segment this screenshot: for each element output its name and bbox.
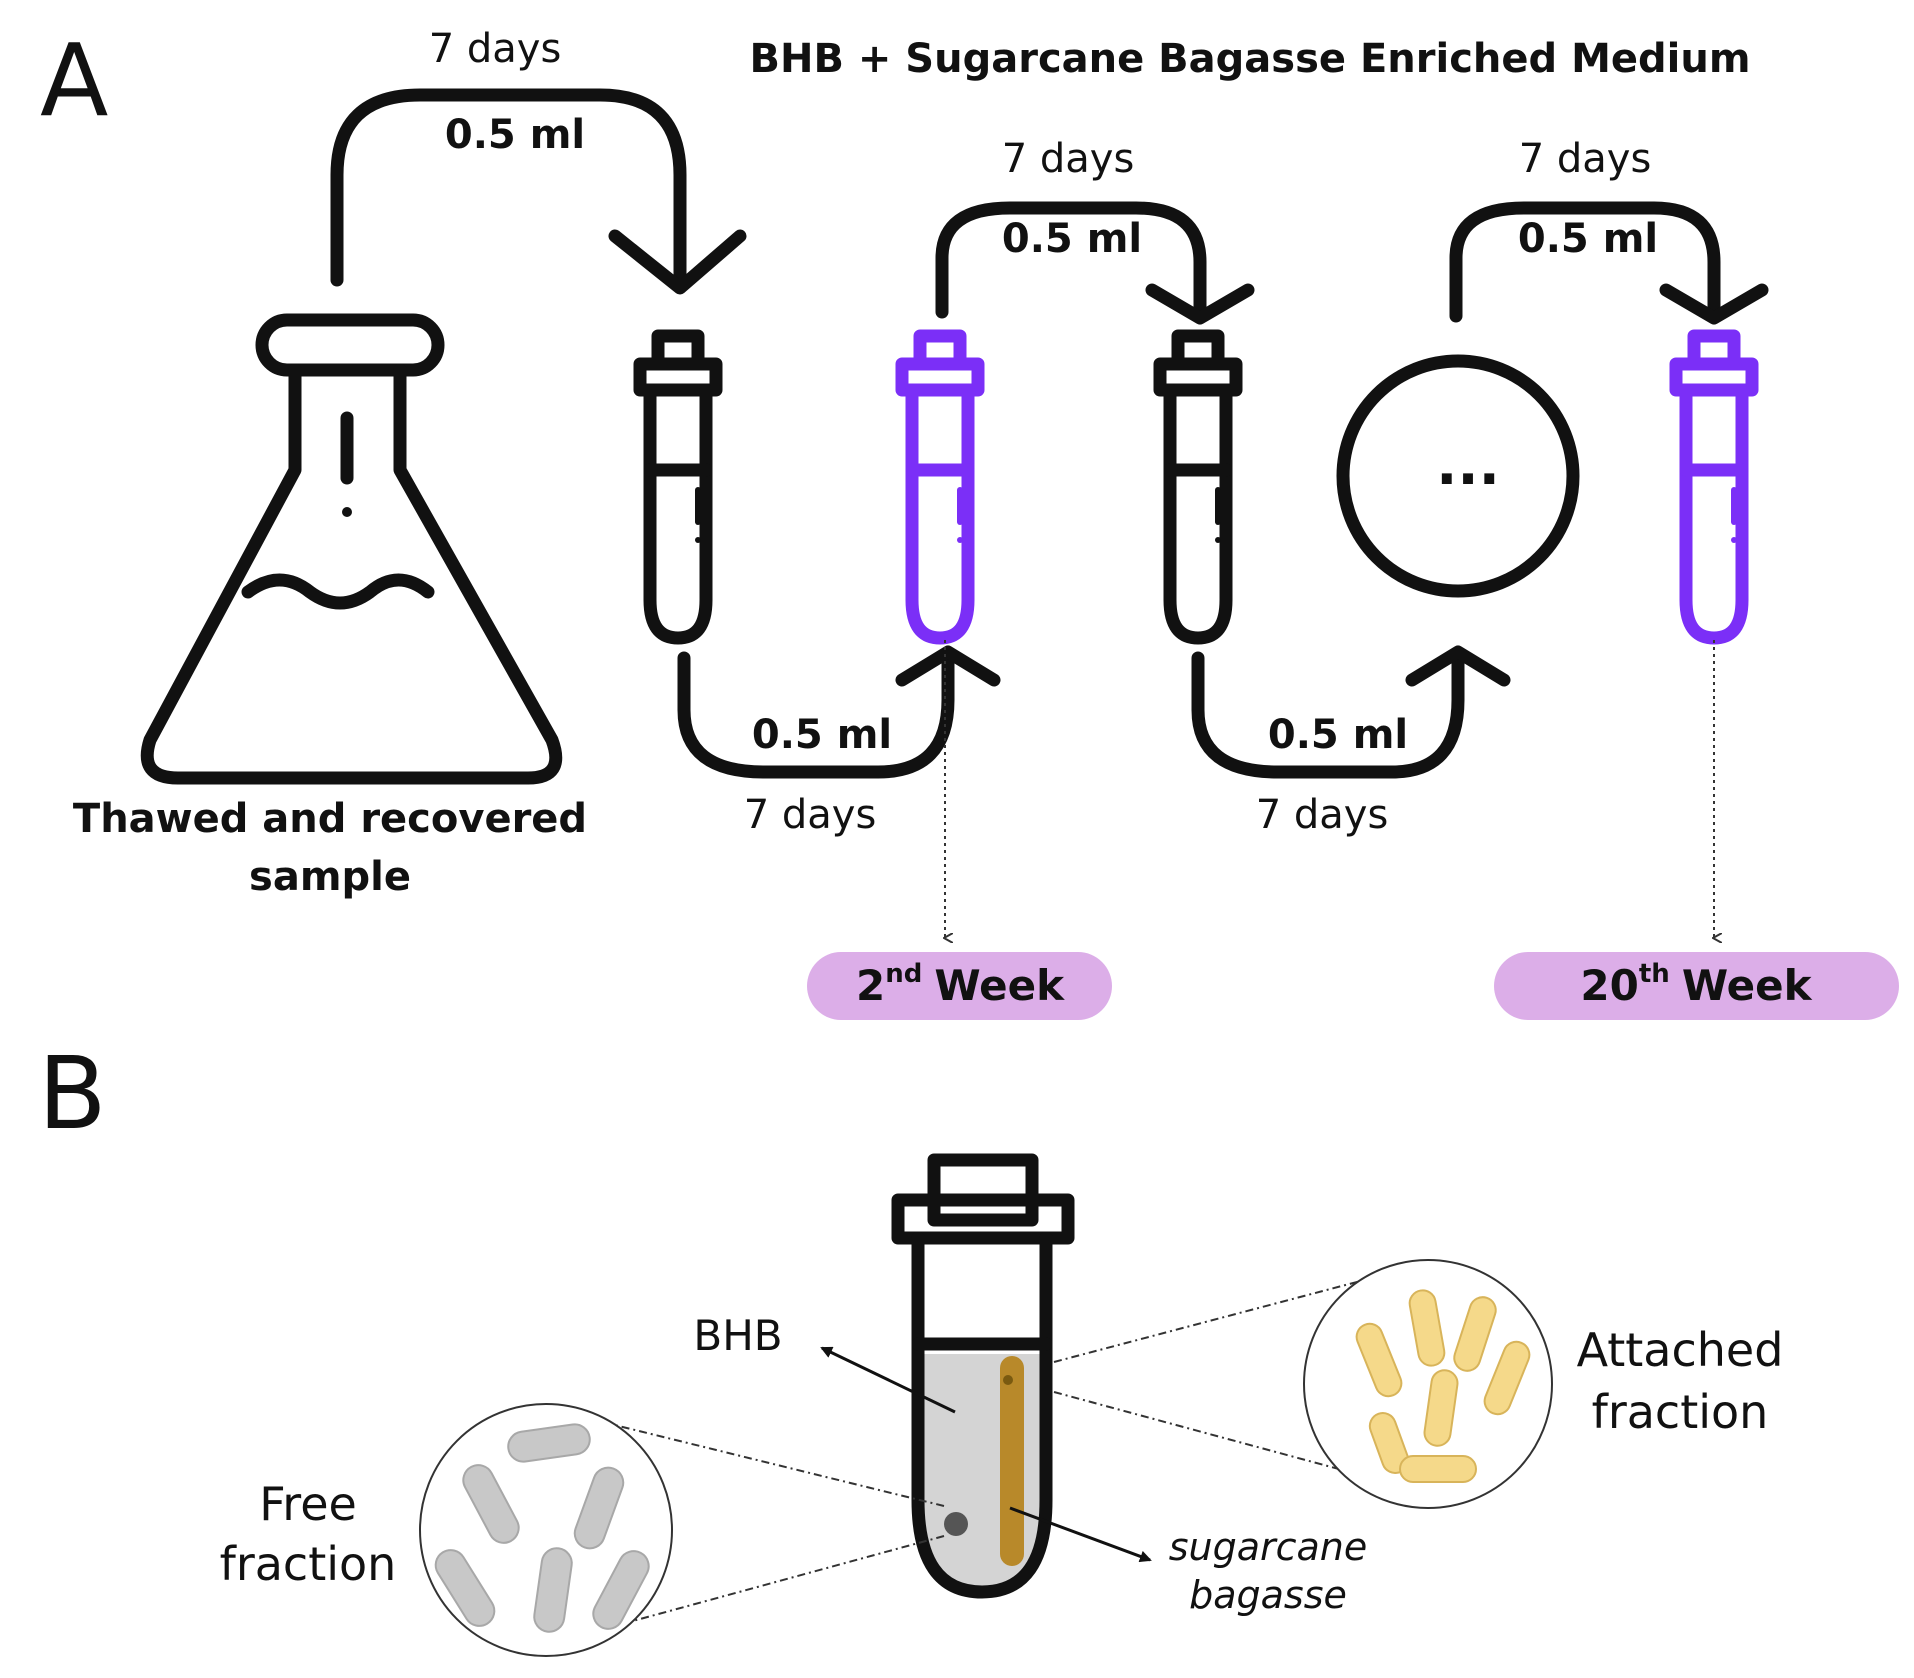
transfer-5-volume: 0.5 ml: [1518, 216, 1658, 262]
medium-label: BHB: [693, 1311, 782, 1360]
culture-tube-icon: [891, 1153, 1075, 1599]
free-fraction-magnifier: [419, 1403, 673, 1657]
transfer-arrow-4: [1191, 645, 1511, 779]
transfer-2-volume: 0.5 ml: [752, 712, 892, 758]
transfer-1-volume: 0.5 ml: [445, 112, 585, 158]
panel-b: B BHB sugarcane bagasse: [38, 1035, 1784, 1657]
week-2-suffix: nd: [885, 959, 922, 989]
transfer-5-duration: 7 days: [1519, 136, 1652, 182]
attached-label-line1: Attached: [1577, 1323, 1784, 1377]
intermediate-steps-ellipsis: ...: [1436, 433, 1500, 498]
week-2-badge: 2nd Week: [807, 952, 1112, 1020]
tube-2-icon: [895, 329, 985, 645]
panel-a-title: BHB + Sugarcane Bagasse Enriched Medium: [749, 36, 1750, 82]
attached-fraction-magnifier: [1303, 1259, 1553, 1509]
attached-zoom-line-top: [1053, 1277, 1373, 1363]
transfer-3-volume: 0.5 ml: [1002, 216, 1142, 262]
tube-4-icon: [1669, 329, 1759, 645]
transfer-arrow-5: [1449, 201, 1769, 325]
panel-b-label: B: [38, 1035, 107, 1152]
week-20-word: Week: [1682, 961, 1813, 1010]
bhb-pointer-arrow: [820, 1346, 956, 1414]
intermediate-steps-circle: [1336, 354, 1580, 598]
free-label-line1: Free: [259, 1477, 357, 1531]
attached-zoom-line-bottom: [1053, 1391, 1373, 1479]
transfer-4-volume: 0.5 ml: [1268, 712, 1408, 758]
attached-label-line2: fraction: [1592, 1385, 1769, 1439]
flask-label-line2: sample: [249, 854, 411, 900]
panel-a: A BHB + Sugarcane Bagasse Enriched Mediu…: [40, 22, 1899, 1020]
bagasse-pointer-arrow: [1009, 1506, 1152, 1563]
week-20-badge: 20th Week: [1494, 952, 1899, 1020]
transfer-1-duration: 7 days: [429, 26, 562, 72]
transfer-2-duration: 7 days: [744, 792, 877, 838]
flask-icon: [140, 313, 563, 785]
week-20-number: 20: [1580, 961, 1638, 1010]
bagasse-label-line2: bagasse: [1189, 1573, 1347, 1617]
week-2-word: Week: [934, 961, 1065, 1010]
flask-label-line1: Thawed and recovered: [73, 796, 587, 842]
transfer-4-duration: 7 days: [1256, 792, 1389, 838]
transfer-arrow-1: [330, 88, 747, 295]
transfer-3-duration: 7 days: [1002, 136, 1135, 182]
tube-1-icon: [633, 329, 723, 645]
bagasse-label-line1: sugarcane: [1169, 1525, 1368, 1569]
transfer-arrow-2: [677, 645, 1001, 779]
free-label-line2: fraction: [220, 1537, 397, 1591]
week-2-number: 2: [856, 961, 885, 1010]
transfer-arrow-3: [935, 201, 1255, 325]
panel-a-label: A: [40, 22, 108, 139]
tube-3-icon: [1153, 329, 1243, 645]
week-20-suffix: th: [1639, 959, 1670, 989]
